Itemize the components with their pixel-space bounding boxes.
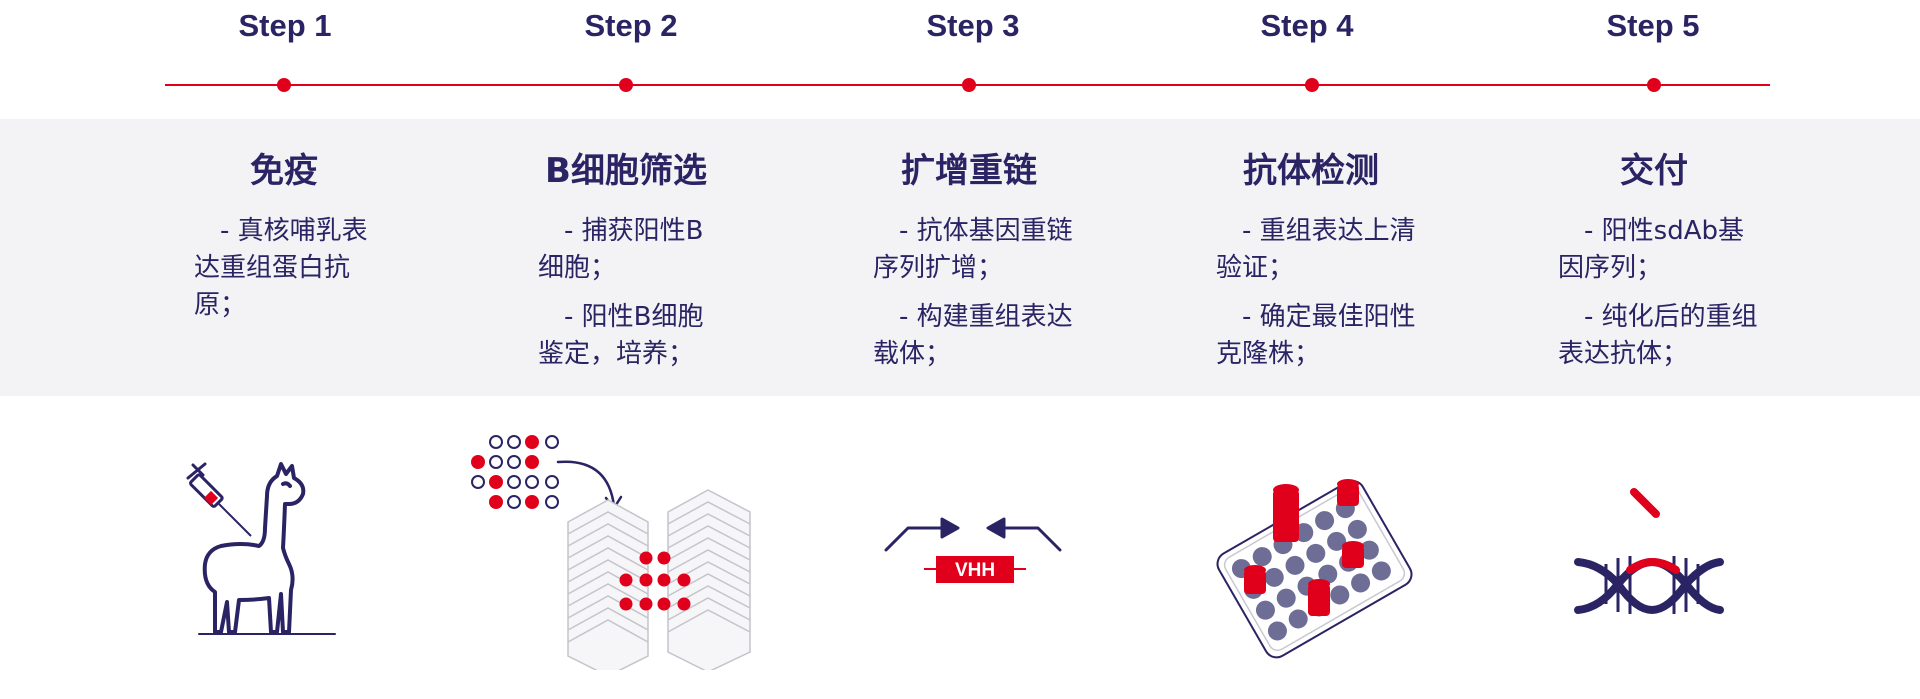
- cell-dot-grid: [471, 435, 559, 509]
- dna-helix-icon: [1574, 488, 1724, 615]
- stage-2-description: - 捕获阳性B细胞； - 阳性B细胞鉴定，培养；: [538, 213, 718, 385]
- stage-5-description: - 阳性sdAb基因序列； - 纯化后的重组表达抗体；: [1558, 213, 1758, 385]
- vhh-box: [936, 556, 1014, 583]
- stage-3-line-1: - 抗体基因重链序列扩增；: [873, 216, 1073, 283]
- step-3-title: Step 3: [926, 8, 1020, 43]
- stage-1-line-1: - 真核哺乳表达重组蛋白抗原；: [194, 216, 368, 320]
- elisa-plate-icon: [1216, 479, 1413, 659]
- stage-3-line-2: - 构建重组表达载体；: [873, 302, 1073, 369]
- reverse-primer-icon: [986, 517, 1062, 552]
- stage-1-heading: 免疫: [250, 151, 318, 191]
- alpaca-icon: [198, 462, 336, 635]
- stage-4-description: - 重组表达上清验证； - 确定最佳阳性克隆株；: [1216, 213, 1416, 385]
- stage-3-description: - 抗体基因重链序列扩增； - 构建重组表达载体；: [873, 213, 1073, 385]
- arrow-icon: [556, 460, 623, 511]
- positive-well-cylinders: [1244, 479, 1364, 616]
- step-5-title: Step 5: [1606, 8, 1700, 43]
- timeline-dot-1: [277, 78, 291, 92]
- stage-3-heading: 扩增重链: [901, 151, 1037, 191]
- timeline-dot-3: [962, 78, 976, 92]
- stage-2-line-2: - 阳性B细胞鉴定，培养；: [538, 302, 704, 369]
- forward-primer-icon: [884, 517, 960, 552]
- plate-stack-right: [667, 489, 751, 670]
- plate-stack-left: [567, 499, 649, 670]
- cut-fragment: [1630, 488, 1660, 518]
- step-1-title: Step 1: [238, 8, 332, 43]
- stage-5-heading: 交付: [1620, 151, 1688, 191]
- stage-4-line-1: - 重组表达上清验证；: [1216, 216, 1416, 283]
- stage-5-line-1: - 阳性sdAb基因序列；: [1558, 216, 1744, 283]
- timeline-dot-2: [619, 78, 633, 92]
- step-4-title: Step 4: [1260, 8, 1354, 43]
- stage-4-line-2: - 确定最佳阳性克隆株；: [1216, 302, 1416, 369]
- description-panel: [0, 119, 1920, 396]
- stage-1-description: - 真核哺乳表达重组蛋白抗原；: [194, 213, 372, 336]
- stage-2-line-1: - 捕获阳性B细胞；: [538, 216, 704, 283]
- syringe-icon: [186, 462, 252, 537]
- alpaca-syringe-icon: [186, 462, 336, 635]
- vhh-label: VHH: [955, 560, 995, 581]
- step-2-title: Step 2: [584, 8, 678, 43]
- dna-strands: [1574, 557, 1724, 615]
- timeline-dot-5: [1647, 78, 1661, 92]
- stage-2-heading: B细胞筛选: [545, 151, 707, 191]
- vhh-primer-icon: VHH: [884, 517, 1062, 583]
- cell-plate-icon: [471, 435, 751, 670]
- stage-5-line-2: - 纯化后的重组表达抗体；: [1558, 302, 1758, 369]
- positive-cell-dots: [619, 551, 691, 611]
- timeline-dot-4: [1305, 78, 1319, 92]
- stage-4-heading: 抗体检测: [1243, 151, 1379, 191]
